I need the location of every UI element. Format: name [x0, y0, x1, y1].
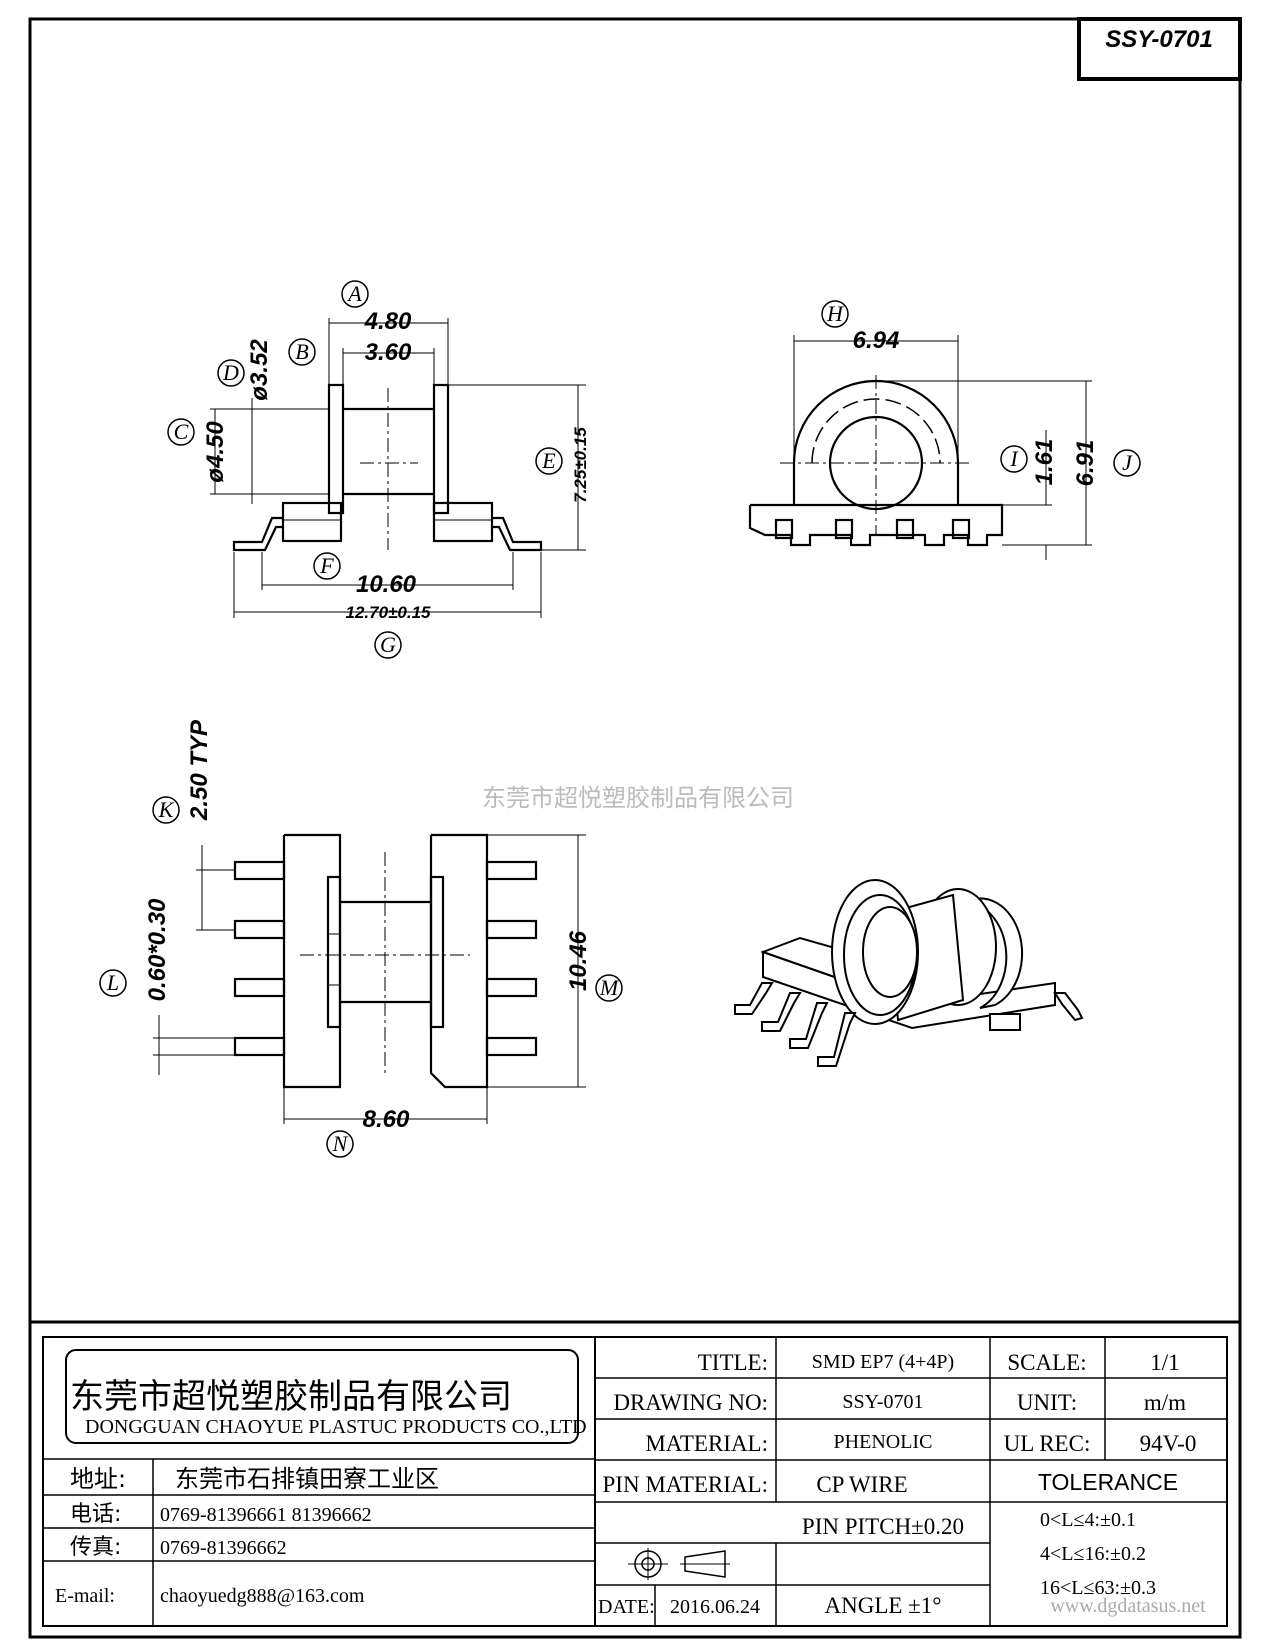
address: 东莞市石排镇田寮工业区 [175, 1465, 439, 1493]
watermark: 东莞市超悦塑胶制品有限公司 [482, 784, 794, 812]
callout-c: C [174, 419, 189, 444]
callout-k: K [158, 797, 175, 822]
dim-a: 4.80 [364, 308, 412, 335]
dim-e: 7.25±0.15 [571, 427, 590, 503]
tolerance-1: 0<L≤4:±0.1 [1040, 1509, 1136, 1531]
company-name-en: DONGGUAN CHAOYUE PLASTUC PRODUCTS CO.,LT… [85, 1416, 587, 1438]
unit-value: m/m [1144, 1390, 1186, 1415]
watermark-url: www.dgdatasus.net [1050, 1595, 1206, 1617]
dim-m: 10.46 [565, 930, 592, 991]
material-label: MATERIAL: [645, 1431, 768, 1456]
address-label: 地址: [70, 1465, 126, 1493]
tolerance-2: 4<L≤16:±0.2 [1040, 1543, 1146, 1565]
bottom-view-dimensions: K 2.50 TYP L 0.60*0.30 M 10.46 N 8.60 [99, 719, 623, 1158]
callout-l: L [106, 970, 119, 995]
dim-b: 3.60 [365, 339, 412, 366]
dim-n: 8.60 [363, 1106, 410, 1133]
scale-label: SCALE: [1007, 1350, 1086, 1375]
tolerance-label: TOLERANCE [1038, 1469, 1178, 1495]
pin-pitch: PIN PITCH±0.20 [802, 1514, 964, 1539]
fax-label: 传真: [70, 1535, 121, 1560]
dim-h: 6.94 [853, 327, 900, 354]
callout-m: M [599, 975, 620, 1000]
callout-b: B [295, 339, 308, 364]
drawing-id: SSY-0701 [1105, 26, 1213, 53]
angle: ANGLE ±1° [825, 1593, 942, 1618]
callout-n: N [332, 1131, 349, 1156]
fax: 0769-81396662 [160, 1537, 287, 1559]
dim-l: 0.60*0.30 [144, 898, 171, 1001]
ul-value: 94V-0 [1140, 1431, 1197, 1456]
side-view-dimensions: H 6.94 I 1.61 J 6.91 [821, 300, 1141, 487]
outer-frame [28, 17, 1242, 1639]
scale-value: 1/1 [1150, 1350, 1179, 1375]
dim-i: 1.61 [1031, 439, 1058, 486]
isometric-view [734, 879, 1084, 1067]
front-view [210, 318, 586, 618]
material-value: PHENOLIC [834, 1431, 933, 1453]
company-name-cn: 东莞市超悦塑胶制品有限公司 [70, 1377, 512, 1417]
bottom-view [153, 833, 586, 1124]
pin-material-value: CP WIRE [816, 1472, 907, 1497]
tolerance-3: 16<L≤63:±0.3 [1040, 1577, 1156, 1599]
unit-label: UNIT: [1017, 1390, 1077, 1415]
callout-f: F [319, 553, 334, 578]
drawing-no-value: SSY-0701 [842, 1391, 923, 1413]
drawing-no-label: DRAWING NO: [613, 1390, 768, 1415]
callout-d: D [222, 360, 239, 385]
date-value: 2016.06.24 [670, 1596, 760, 1618]
drawing-id-box [1077, 17, 1242, 81]
front-view-dimensions: A 4.80 B 3.60 C ø4.50 D ø3.52 E 7.25±0.1… [167, 280, 590, 659]
dim-k: 2.50 TYP [186, 719, 213, 821]
title-label: TITLE: [698, 1350, 768, 1375]
side-view [748, 335, 1092, 560]
title-block-text: 东莞市超悦塑胶制品有限公司 DONGGUAN CHAOYUE PLASTUC P… [55, 1350, 1206, 1618]
callout-a: A [346, 281, 362, 306]
ul-label: UL REC: [1004, 1431, 1091, 1456]
dim-c: ø4.50 [202, 421, 229, 483]
dim-d: ø3.52 [246, 339, 273, 401]
callout-i: I [1009, 446, 1019, 471]
phone: 0769-81396661 81396662 [160, 1504, 372, 1526]
dim-g: 12.70±0.15 [346, 603, 432, 622]
dim-f: 10.60 [356, 571, 417, 598]
title-block [30, 1320, 1240, 1627]
pin-material-label: PIN MATERIAL: [603, 1472, 768, 1497]
date-label: DATE: [598, 1596, 655, 1618]
title-value: SMD EP7 (4+4P) [812, 1351, 954, 1373]
dim-j: 6.91 [1072, 440, 1099, 487]
email: chaoyuedg888@163.com [160, 1585, 365, 1607]
callout-g: G [380, 632, 396, 657]
callout-h: H [826, 301, 844, 326]
callout-e: E [541, 448, 556, 473]
phone-label: 电话: [70, 1502, 121, 1527]
email-label: E-mail: [55, 1585, 115, 1607]
callout-j: J [1122, 450, 1133, 475]
